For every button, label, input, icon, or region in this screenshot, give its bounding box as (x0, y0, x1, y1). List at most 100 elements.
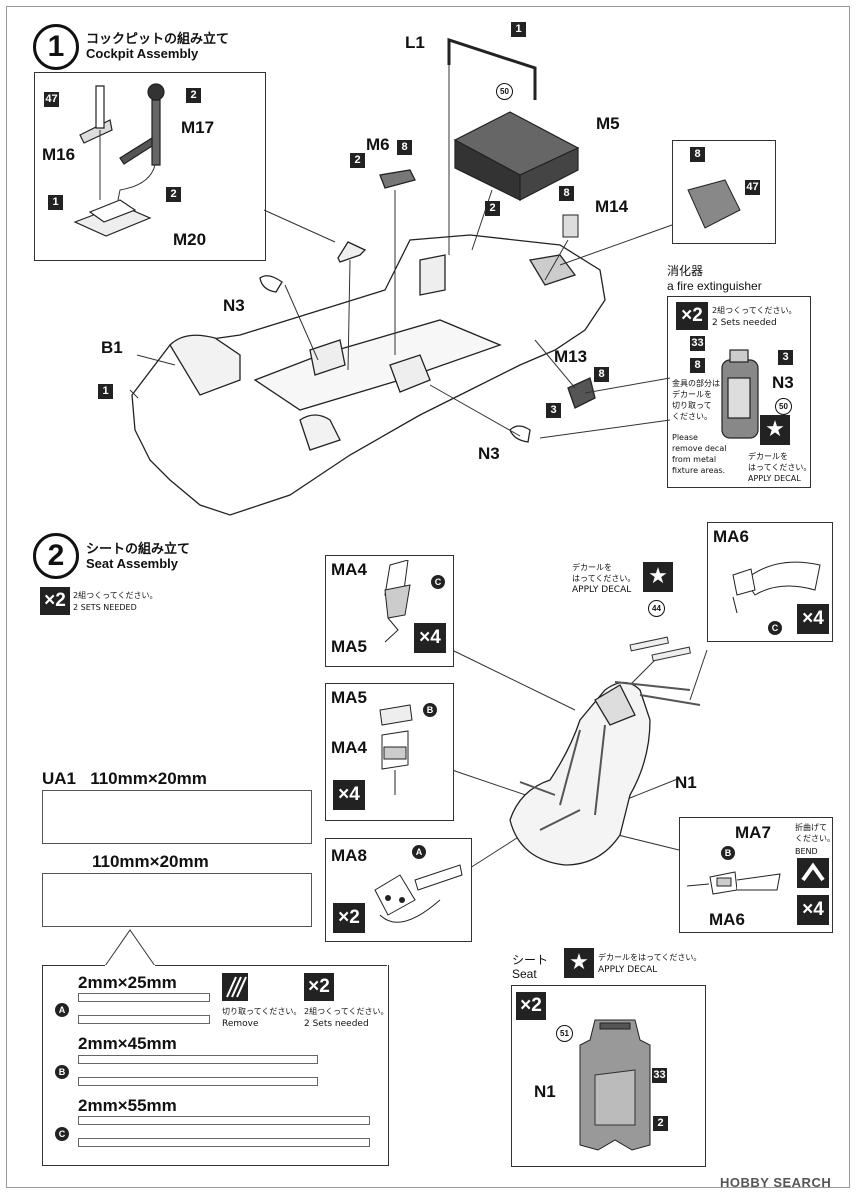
extinguisher-sets-en: 2 Sets needed (712, 318, 777, 328)
color-51-badge: 51 (556, 1025, 573, 1042)
seat-decal-box-en: APPLY DECAL (598, 965, 658, 975)
letter-a-badge-1: A (412, 845, 426, 859)
remove-hatch-icon (222, 973, 248, 1001)
strip-c-1 (78, 1116, 370, 1125)
bracket-inset (672, 140, 776, 244)
color-44-badge: 44 (648, 600, 665, 617)
letter-b-badge-1: B (423, 703, 437, 717)
hobby-search-watermark: HOBBY SEARCH (720, 1175, 832, 1190)
step1-title-jp: コックピットの組み立て (86, 32, 230, 47)
ua1-template-box (42, 790, 312, 844)
part-47-badge-inset: 47 (44, 92, 59, 107)
step1-number: 1 (33, 24, 79, 70)
bend-chevron-icon (797, 858, 829, 888)
part-2-badge-inset: 2 (186, 88, 201, 103)
color-50-badge-ext: 50 (775, 398, 792, 415)
part-2-badge-m6: 2 (350, 153, 365, 168)
seat-decal-box-jp: デカールをはってください。 (598, 953, 702, 962)
seat-label-jp: シート (512, 953, 549, 967)
part-m6-label: M6 (366, 135, 390, 154)
part-33-badge-ext: 33 (690, 336, 705, 351)
step2-number: 2 (33, 533, 79, 579)
letter-c-badge-2: C (768, 621, 782, 635)
part-1-badge: 1 (511, 22, 526, 37)
ma8-buckle-icon (374, 864, 463, 923)
part-ma6-label-1: MA6 (713, 527, 749, 546)
part-8-badge-ext: 8 (690, 358, 705, 373)
strip-callout-topline-left (42, 965, 105, 966)
strip-sets-jp: 2組つくってください。 (304, 1007, 389, 1016)
step2-title-jp: シートの組み立て (86, 542, 191, 557)
part-m13-label: M13 (554, 347, 588, 366)
part-8-badge-bracket: 8 (690, 147, 705, 162)
part-47-badge-bracket: 47 (745, 180, 760, 195)
callout-pointer (104, 929, 156, 967)
ma6-strap-icon (732, 561, 821, 614)
seat-assembly-drawing (451, 636, 708, 869)
part-m16-label: M16 (42, 145, 76, 164)
part-3-badge-ext: 3 (778, 350, 793, 365)
extinguisher-title-jp: 消化器 (667, 264, 704, 278)
ma7-mult: ×4 (797, 895, 829, 925)
extinguisher-sets-jp: 2組つくってください。 (712, 306, 797, 315)
seat-topview-drawing (579, 1019, 651, 1151)
cockpit-detail-inset (34, 72, 266, 261)
part-n3-label-top: N3 (223, 296, 245, 315)
extinguisher-apply-en: APPLY DECAL (748, 474, 801, 483)
part-n3-label-ext: N3 (772, 373, 794, 392)
ma4-mult-2: ×4 (333, 780, 365, 810)
part-b1-label: B1 (101, 338, 123, 357)
ua2-size: 110mm×20mm (92, 852, 209, 871)
part-n3-label-bottom: N3 (478, 444, 500, 463)
part-2-badge-inset2: 2 (166, 187, 181, 202)
step2-sets-mult: ×2 (40, 587, 70, 615)
extinguisher-apply-jp: デカールを はってください。 (748, 452, 812, 472)
part-n1-label-seat: N1 (534, 1082, 556, 1101)
ma7-strap-icon (686, 871, 781, 895)
part-2-badge-m5: 2 (485, 201, 500, 216)
step1-title-en: Cockpit Assembly (86, 46, 199, 61)
part-ma5-label-2: MA5 (331, 688, 367, 707)
ma4-mult-1: ×4 (414, 623, 446, 653)
decal-star-icon-seat: ★ (643, 562, 673, 592)
extinguisher-panel (667, 296, 811, 488)
part-8-badge-m6: 8 (397, 140, 412, 155)
strip-a-size: 2mm×25mm (78, 973, 177, 992)
part-m17-label: M17 (181, 118, 215, 137)
page-frame (6, 6, 850, 1188)
color-50-badge-m5: 50 (496, 83, 513, 100)
extinguisher-remove-jp: 金具の部分は デカールを 切り取って ください。 (672, 379, 720, 421)
strip-b-2 (78, 1077, 318, 1086)
part-m5-label: M5 (596, 114, 620, 133)
letter-c-badge-1: C (431, 575, 445, 589)
part-ma6-label-2: MA6 (709, 910, 745, 929)
ua1-size: 110mm×20mm (90, 769, 207, 788)
part-33-badge-seat: 33 (652, 1068, 667, 1083)
strip-b-1 (78, 1055, 318, 1064)
letter-b-badge-strip: B (55, 1065, 69, 1079)
part-ma7-label: MA7 (735, 823, 771, 842)
ma8-mult: ×2 (333, 903, 365, 933)
letter-b-badge-2: B (721, 846, 735, 860)
ma6-mult-1: ×4 (797, 604, 829, 634)
bend-jp: 折曲げて ください。 (795, 823, 835, 843)
part-2-badge-seat: 2 (653, 1116, 668, 1131)
strip-a-1 (78, 993, 210, 1002)
decal-star-icon-ext: ★ (760, 415, 790, 445)
part-1-badge-b1: 1 (98, 384, 113, 399)
bend-en: BEND (795, 847, 818, 856)
part-3-badge-m13: 3 (546, 403, 561, 418)
extinguisher-title-en: a fire extinguisher (667, 279, 762, 293)
decal-star-icon-seatbox: ★ (564, 948, 594, 978)
part-8-badge-m13: 8 (594, 367, 609, 382)
strap-clip-icon-1 (384, 560, 411, 643)
part-8-badge-m14: 8 (559, 186, 574, 201)
remove-en: Remove (222, 1019, 259, 1029)
extinguisher-remove-en: Please remove decal from metal fixture a… (672, 433, 727, 475)
letter-c-badge-strip: C (55, 1127, 69, 1141)
remove-jp: 切り取ってください。 (222, 1007, 302, 1016)
ua2-template-box (42, 873, 312, 927)
seat-decal-en: APPLY DECAL (572, 585, 632, 595)
part-n1-label-main: N1 (675, 773, 697, 792)
extinguisher-mult: ×2 (676, 302, 708, 330)
